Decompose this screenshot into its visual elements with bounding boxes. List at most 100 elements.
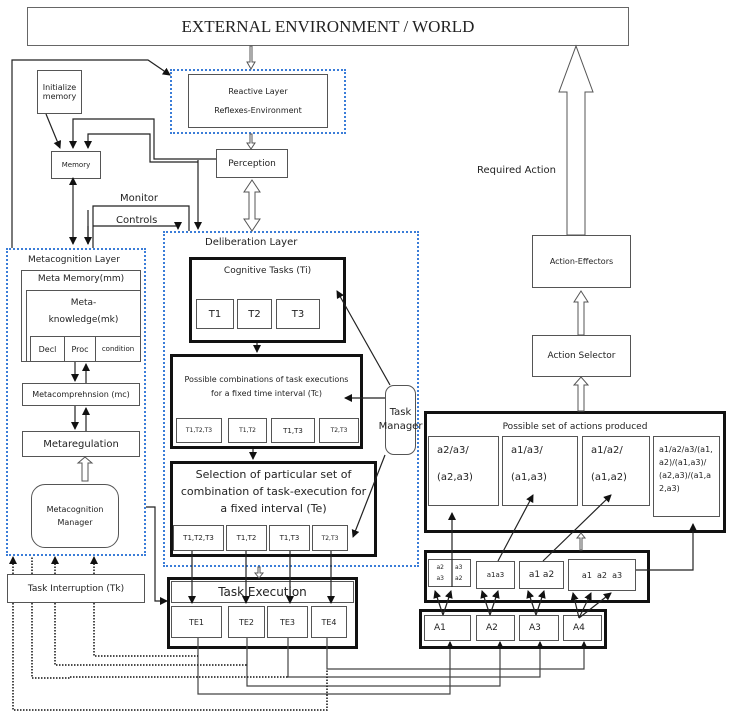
- task-selection-title: Selection of particular set of combinati…: [180, 468, 367, 515]
- action-combo-item: a1a3: [476, 561, 515, 589]
- procedural-cell: Proc: [65, 337, 96, 361]
- action-selector-label: Action Selector: [547, 351, 616, 361]
- deliberation-layer-title: Deliberation Layer: [205, 237, 298, 248]
- cognitive-tasks-title: Cognitive Tasks (Ti): [223, 266, 312, 276]
- action-item-label: A4: [573, 623, 585, 633]
- task-interruption-box: Task Interruption (Tk): [7, 574, 145, 603]
- action-combo-token: a2: [455, 574, 463, 582]
- action-item-label: A2: [486, 623, 498, 633]
- action-combo-token: a3: [455, 563, 463, 571]
- combination-item-label: T1,T2,T3: [185, 427, 213, 434]
- action-set-line: a2/a3/: [437, 445, 469, 456]
- external-environment-box: EXTERNAL ENVIRONMENT / WORLD: [27, 7, 629, 46]
- action-effectors-box: Action-Effectors: [532, 235, 631, 288]
- connector-line: [84, 133, 198, 163]
- task-t2-label: T2: [248, 308, 261, 320]
- action-set-line: (a1,a2): [591, 472, 627, 483]
- initialize-memory-box: Initialize memory: [37, 70, 82, 114]
- task-t3: T3: [276, 299, 320, 329]
- action-combo-label: a1a3: [486, 571, 505, 579]
- metaregulation-box: Metaregulation: [22, 431, 140, 457]
- action-item-label: A3: [529, 623, 541, 633]
- perception-deliberation-double-arrow: [243, 179, 261, 232]
- conditional-cell: condition: [101, 345, 135, 353]
- meta-knowledge-label: Meta-knowledge(mk): [48, 298, 119, 325]
- task-execution-item: TE4: [311, 606, 347, 638]
- actions-to-selector-arrow: [572, 376, 590, 412]
- perception-label: Perception: [228, 158, 276, 169]
- task-t1-label: T1: [208, 308, 222, 320]
- selection-item-label: T1,T2: [236, 534, 257, 542]
- metacomprehension-box: Metacomprehnsion (mc): [22, 383, 140, 406]
- metacomprehension-label: Metacomprehnsion (mc): [32, 390, 130, 399]
- metaregulation-label: Metaregulation: [43, 438, 119, 450]
- action-item-label: A1: [434, 623, 446, 633]
- combination-item: T1,T2: [228, 418, 267, 443]
- action-set: a1/a2/a3/(a1,a2)/(a1,a3)/(a2,a3)/(a1,a2,…: [653, 436, 720, 517]
- task-t1: T1: [196, 299, 234, 329]
- action-set-line: a1/a2/: [591, 445, 623, 456]
- connector-line: [45, 113, 62, 149]
- reactive-layer-box: Reactive Layer Reflexes-Environment: [188, 74, 328, 128]
- action-selector-box: Action Selector: [532, 335, 631, 377]
- actions-produced-title: Possible set of actions produced: [502, 422, 648, 432]
- selection-item: T1,T2,T3: [173, 525, 224, 551]
- selection-item: T1,T3: [269, 525, 310, 551]
- required-action-arrow: [558, 44, 594, 236]
- selection-item: T2,T3: [312, 525, 348, 551]
- combination-item: T2,T3: [319, 418, 359, 443]
- memory-box: Memory: [51, 151, 101, 179]
- reactive-layer-region: [170, 69, 346, 134]
- task-execution-item: TE3: [267, 606, 308, 638]
- selection-item-label: T2,T3: [321, 534, 339, 542]
- selection-item-label: T1,T3: [279, 534, 300, 542]
- action-set-line: a1/a2/a3/(a1,a2)/(a1,a3)/(a2,a3)/(a1,a2,…: [659, 445, 713, 493]
- task-execution-item-label: TE3: [279, 617, 296, 627]
- memory-label: Memory: [61, 161, 91, 169]
- task-t3-label: T3: [291, 308, 305, 320]
- action-item: A2: [476, 615, 515, 641]
- action-combo-item: a2 a3 a3 a2: [428, 559, 471, 587]
- task-execution-item: TE1: [171, 606, 222, 638]
- task-execution-item-label: TE4: [321, 617, 337, 627]
- action-set: a1/a3/ (a1,a3): [502, 436, 578, 506]
- task-t2: T2: [237, 299, 272, 329]
- action-combo-item: a1 a2 a3: [568, 559, 636, 591]
- knowledge-types-row: Decl Proc condition: [30, 336, 141, 362]
- action-set: a2/a3/ (a2,a3): [428, 436, 499, 506]
- action-item: A4: [563, 615, 602, 641]
- action-item: A3: [519, 615, 559, 641]
- reactive-layer-subtitle: Reflexes-Environment: [214, 106, 302, 115]
- reactive-layer-title: Reactive Layer: [228, 87, 288, 96]
- task-combinations-title: Possible combinations of task executions…: [184, 375, 349, 398]
- task-interruption-label: Task Interruption (Tk): [27, 583, 125, 594]
- selection-item-label: T1,T2,T3: [183, 534, 214, 542]
- action-set-line: a1/a3/: [511, 445, 543, 456]
- selection-item: T1,T2: [226, 525, 267, 551]
- world-to-reactive-arrow: [246, 45, 256, 71]
- reactive-to-perception-arrow: [246, 133, 256, 150]
- action-set-line: (a2,a3): [437, 472, 473, 483]
- task-execution-item: TE2: [228, 606, 265, 638]
- combination-item: T1,T2,T3: [176, 418, 222, 443]
- combination-item-label: T1,T2: [239, 427, 256, 434]
- action-combo-token: a2: [436, 563, 445, 571]
- metacognition-layer-title: Metacognition Layer: [28, 255, 120, 265]
- task-execution-item-label: TE1: [188, 617, 205, 627]
- required-action-label: Required Action: [477, 165, 557, 176]
- action-set: a1/a2/ (a1,a2): [582, 436, 650, 506]
- combos-to-actions-arrow: [575, 532, 587, 551]
- task-execution-title: Task Execution: [218, 585, 307, 599]
- metacognition-layer-region: [6, 248, 146, 556]
- selector-to-effectors-arrow: [573, 290, 589, 336]
- action-combo-label: a1 a2 a3: [581, 570, 623, 580]
- action-combo-label: a1 a2: [528, 570, 555, 580]
- action-set-line: (a1,a3): [511, 472, 547, 483]
- task-execution-header: Task Execution: [171, 581, 354, 603]
- task-execution-item-label: TE2: [238, 617, 255, 627]
- task-manager-label: Task Manager: [378, 407, 423, 432]
- action-effectors-label: Action-Effectors: [549, 257, 614, 266]
- declarative-cell: Decl: [31, 337, 65, 361]
- metacognition-manager-box: Metacognition Manager: [31, 484, 119, 548]
